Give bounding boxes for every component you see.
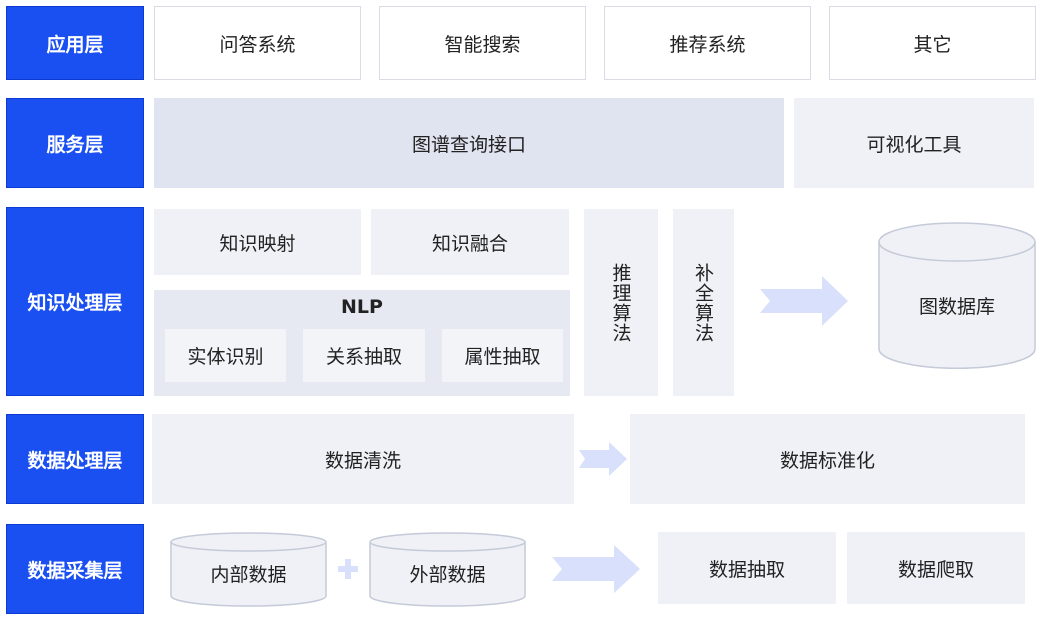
layer-label-data-collection: 数据采集层 bbox=[6, 524, 144, 614]
nlp-item-relation-extraction: 关系抽取 bbox=[303, 329, 425, 382]
knowledge-fusion-box: 知识融合 bbox=[371, 209, 569, 275]
internal-data-label: 内部数据 bbox=[210, 564, 287, 586]
completion-algorithm-box: 补全算法 bbox=[673, 209, 734, 396]
data-crawling-box: 数据爬取 bbox=[847, 532, 1025, 604]
app-item-recommendation: 推荐系统 bbox=[604, 6, 811, 80]
app-item-qa-system: 问答系统 bbox=[154, 6, 361, 80]
internal-data-cylinder: 内部数据 bbox=[170, 532, 327, 607]
layer-label-data-processing: 数据处理层 bbox=[6, 414, 144, 504]
app-item-other: 其它 bbox=[829, 6, 1036, 80]
right-arrow-icon bbox=[579, 442, 627, 476]
reasoning-algorithm-label: 推理算法 bbox=[609, 262, 632, 343]
graph-database-cylinder: 图数据库 bbox=[878, 222, 1036, 370]
layer-label-service: 服务层 bbox=[6, 98, 144, 188]
layer-label-knowledge: 知识处理层 bbox=[6, 207, 144, 396]
nlp-item-entity-recognition: 实体识别 bbox=[165, 329, 286, 382]
data-cleaning-box: 数据清洗 bbox=[152, 414, 574, 504]
database-cylinder-icon bbox=[369, 532, 526, 607]
knowledge-mapping-box: 知识映射 bbox=[154, 209, 361, 275]
database-cylinder-icon bbox=[878, 222, 1036, 369]
nlp-title: NLP bbox=[341, 296, 383, 318]
visualization-tools-box: 可视化工具 bbox=[794, 98, 1034, 188]
nlp-item-attribute-extraction: 属性抽取 bbox=[442, 329, 563, 382]
right-arrow-icon bbox=[760, 276, 848, 326]
plus-icon bbox=[338, 559, 358, 579]
graph-query-api-box: 图谱查询接口 bbox=[154, 98, 784, 188]
database-cylinder-icon bbox=[170, 532, 327, 607]
nlp-container: NLP 实体识别 关系抽取 属性抽取 bbox=[154, 290, 570, 396]
completion-algorithm-label: 补全算法 bbox=[692, 262, 714, 343]
graph-database-label: 图数据库 bbox=[918, 296, 995, 318]
data-standardization-box: 数据标准化 bbox=[630, 414, 1025, 504]
external-data-label: 外部数据 bbox=[409, 564, 486, 586]
layer-label-application: 应用层 bbox=[6, 6, 144, 80]
reasoning-algorithm-box: 推理算法 bbox=[584, 209, 658, 396]
data-extraction-box: 数据抽取 bbox=[658, 532, 836, 604]
app-item-smart-search: 智能搜索 bbox=[379, 6, 586, 80]
external-data-cylinder: 外部数据 bbox=[369, 532, 526, 607]
right-arrow-icon bbox=[552, 545, 640, 593]
